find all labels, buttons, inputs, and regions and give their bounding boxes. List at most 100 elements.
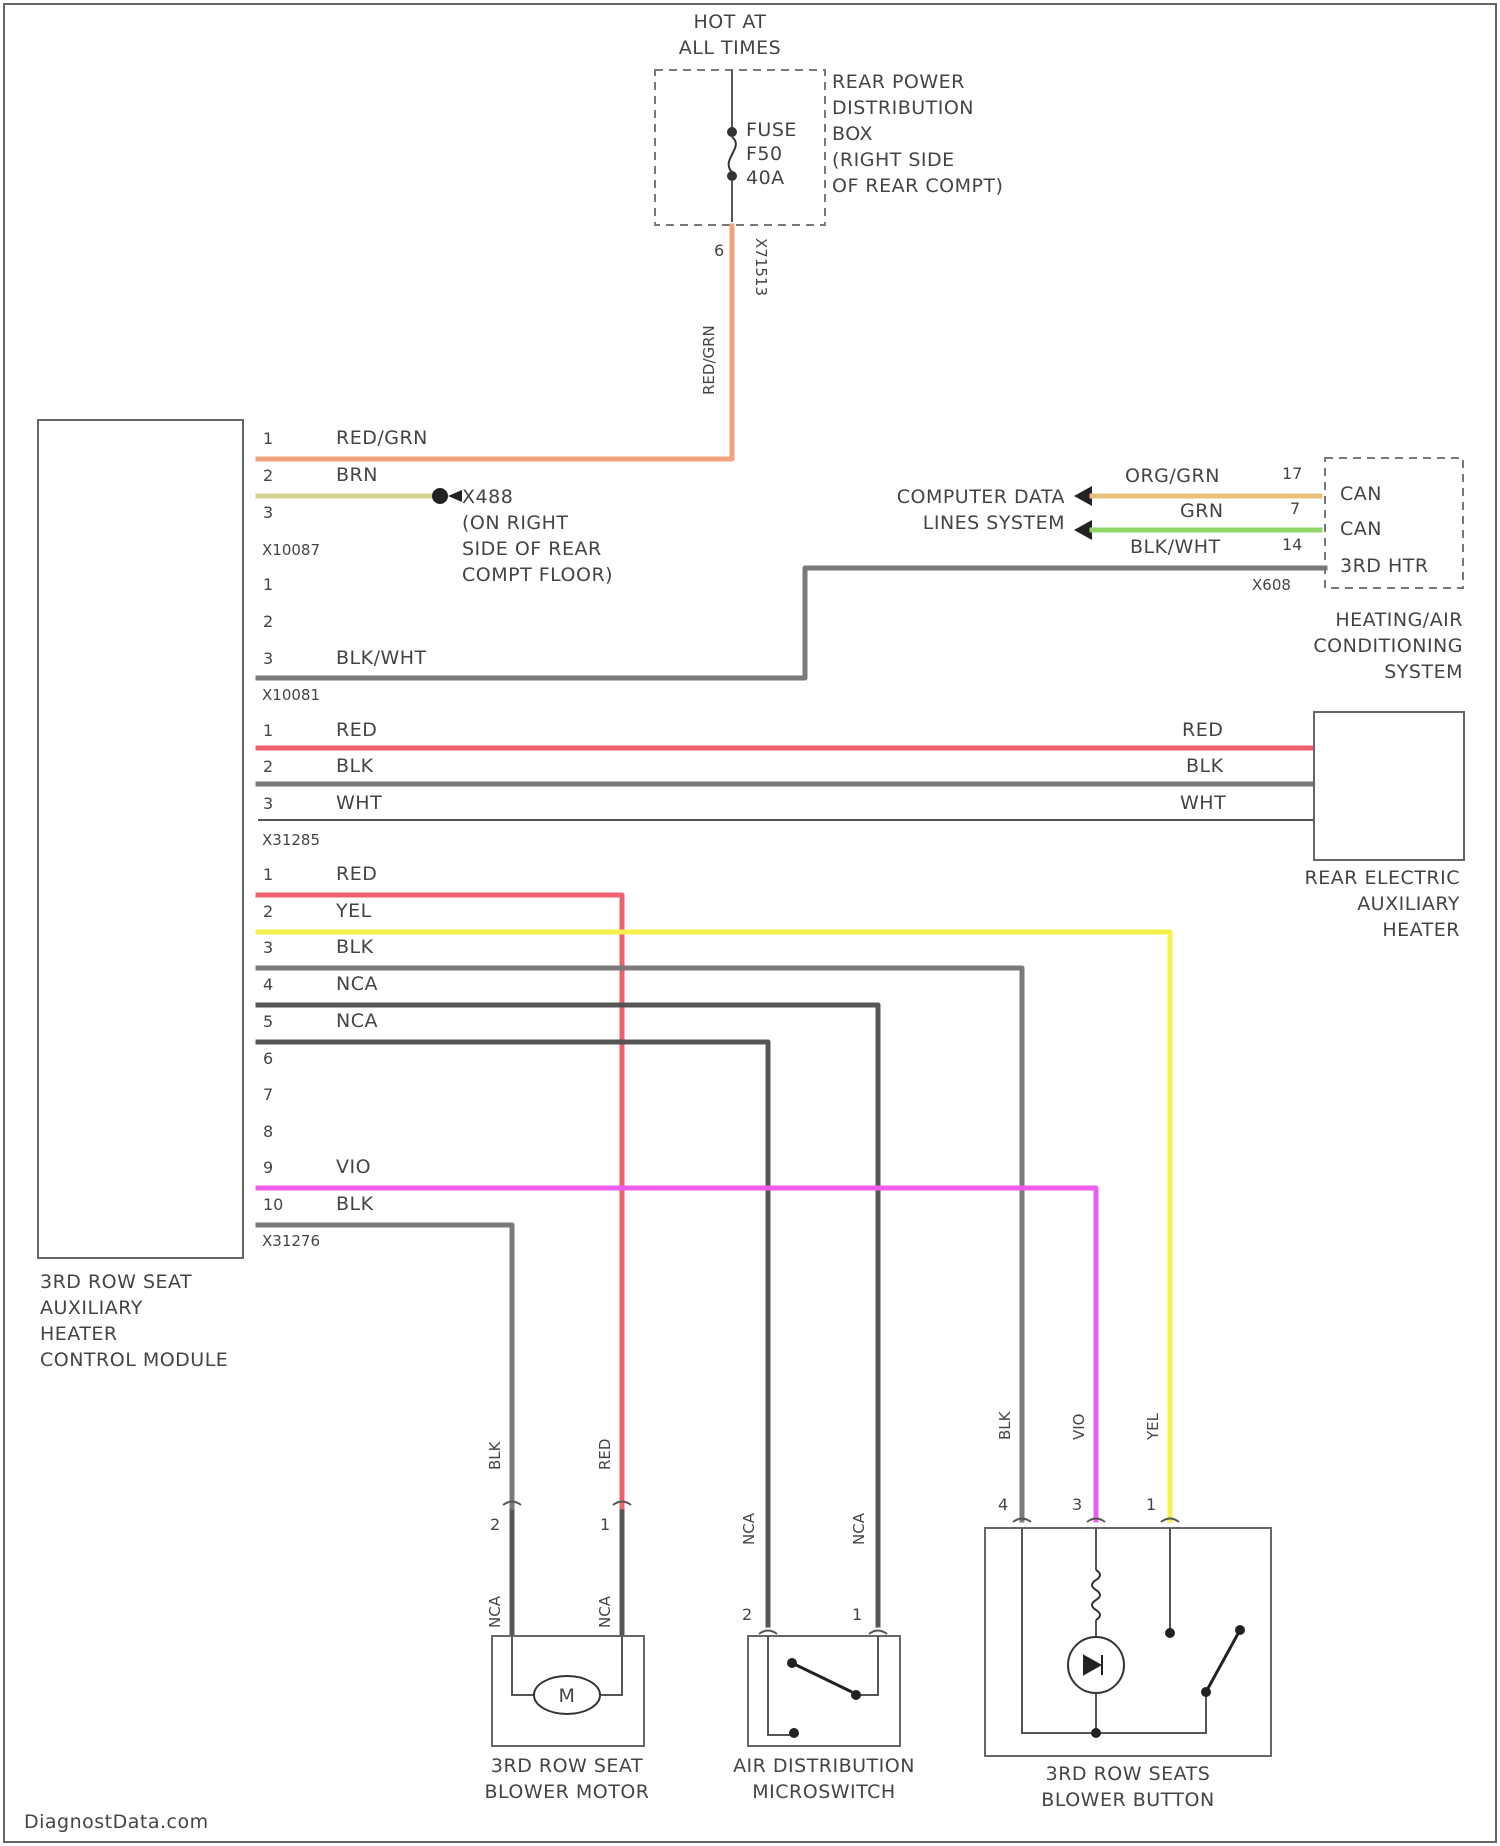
wire-label-d2: YEL [335,900,372,922]
button-label-2: BLOWER BUTTON [1041,1789,1214,1811]
fuse-label-2: F50 [746,143,783,165]
heater-label-2: AUXILIARY [1357,893,1460,915]
ground-point-icon [432,488,448,504]
fuse-box-label-2: DISTRIBUTION [832,97,974,119]
connector-d-label: X31276 [262,1232,320,1250]
blower-button [985,1528,1271,1756]
pin-d8: 8 [263,1122,273,1141]
fuse-pin-label: 6 [714,241,724,260]
wire-label-a1: RED/GRN [336,427,428,449]
button-ground-junction-icon [1091,1728,1101,1738]
wire-label-d5: NCA [336,1010,378,1032]
rear-electric-heater [1314,712,1464,860]
pin-d2: 2 [263,902,273,921]
hot-at-label: HOT AT [693,11,766,33]
wire-label-c2: BLK [336,755,374,777]
button-pin-2: 3 [1072,1495,1082,1514]
pin-c1: 1 [263,721,273,740]
ground-label-2: SIDE OF REAR [462,538,602,560]
hvac-pin-name-1: CAN [1340,483,1382,505]
wire-label-d4: NCA [336,973,378,995]
pin-d1: 1 [263,865,273,884]
wire-label-d3: BLK [336,936,374,958]
heater-label-3: HEATER [1382,919,1460,941]
can-label-1: COMPUTER DATA [897,486,1065,508]
motor-wire2-left: NCA [486,1595,504,1628]
pin-d4: 4 [263,975,273,994]
motor-label-2: BLOWER MOTOR [484,1781,649,1803]
heater-label-1: REAR ELECTRIC [1305,867,1461,889]
module-label-3: HEATER [40,1323,118,1345]
fuse-terminal-top [727,127,737,137]
heater-control-module [38,420,243,1258]
motor-symbol: M [559,1685,576,1707]
connector-b-label: X10081 [262,686,320,704]
can-wire-label-3: BLK/WHT [1130,536,1221,558]
button-pin-1: 4 [998,1495,1008,1514]
fuse-terminal-bottom [727,171,737,181]
ground-id-label: X488 [462,486,513,508]
pin-a1: 1 [263,429,273,448]
switch-pin-right: 1 [852,1605,862,1624]
connector-c-label: X31285 [262,831,320,849]
connector-a-label: X10087 [262,541,320,559]
switch-label-2: MICROSWITCH [752,1781,895,1803]
button-label-1: 3RD ROW SEATS [1046,1763,1211,1785]
button-wire-label-3: YEL [1144,1412,1162,1441]
motor-pin-right: 1 [600,1515,610,1534]
fuse-box-label-5: OF REAR COMPT) [832,175,1003,197]
all-times-label: ALL TIMES [679,37,781,59]
pin-d10: 10 [263,1195,283,1214]
wire-label-d10: BLK [336,1193,374,1215]
hvac-pin-name-3: 3RD HTR [1340,555,1429,577]
switch-contact-2-icon [851,1690,861,1700]
ground-label-1: (ON RIGHT [462,512,569,534]
switch-label-1: AIR DISTRIBUTION [733,1755,915,1777]
wire-label-c3: WHT [336,792,382,814]
module-label-1: 3RD ROW SEAT [40,1271,192,1293]
fuse-box-label-3: BOX [832,123,873,145]
pin-a3: 3 [263,503,273,522]
pin-b3: 3 [263,649,273,668]
button-pin-3: 1 [1146,1495,1156,1514]
pin-d6: 6 [263,1049,273,1068]
heater-wire-label-3: WHT [1180,792,1226,814]
switch-contact-3-icon [789,1728,799,1738]
module-label-2: AUXILIARY [40,1297,143,1319]
pin-a2: 2 [263,466,273,485]
switch-wire-label-right: NCA [850,1512,868,1545]
wire-label-d1: RED [336,863,377,885]
can-label-2: LINES SYSTEM [923,512,1065,534]
heater-wire-label-1: RED [1182,719,1223,741]
button-wire-label-2: VIO [1070,1414,1088,1441]
fuse-box-label-1: REAR POWER [832,71,965,93]
hvac-label-1: HEATING/AIR [1335,609,1463,631]
pin-d5: 5 [263,1012,273,1031]
fuse-connector-label: X71513 [752,238,770,296]
module-label-4: CONTROL MODULE [40,1349,228,1371]
can-wire-label-2: GRN [1180,500,1224,522]
motor-label-1: 3RD ROW SEAT [491,1755,643,1777]
button-wire-label-1: BLK [996,1410,1014,1440]
fuse-label-3: 40A [746,167,785,189]
hvac-pin-name-2: CAN [1340,518,1382,540]
switch-wire-label-left: NCA [740,1512,758,1545]
wire-label-c1: RED [336,719,377,741]
motor-wire-label-left: BLK [486,1440,504,1470]
button-contact-1-icon [1165,1628,1175,1638]
motor-wire-label-right: RED [596,1439,614,1470]
fuse-box-label-4: (RIGHT SIDE [832,149,955,171]
pin-b2: 2 [263,612,273,631]
switch-pin-left: 2 [742,1605,752,1624]
pin-d9: 9 [263,1158,273,1177]
hvac-label-2: CONDITIONING [1313,635,1463,657]
wire-label-a2: BRN [336,464,378,486]
can-pin-3: 14 [1282,535,1302,554]
can-pin-2: 7 [1290,499,1300,518]
wire-label-b3: BLK/WHT [336,647,427,669]
fuse-wire-label: RED/GRN [700,325,718,395]
motor-wire2-right: NCA [596,1595,614,1628]
pin-c2: 2 [263,757,273,776]
ground-label-3: COMPT FLOOR) [462,564,613,586]
